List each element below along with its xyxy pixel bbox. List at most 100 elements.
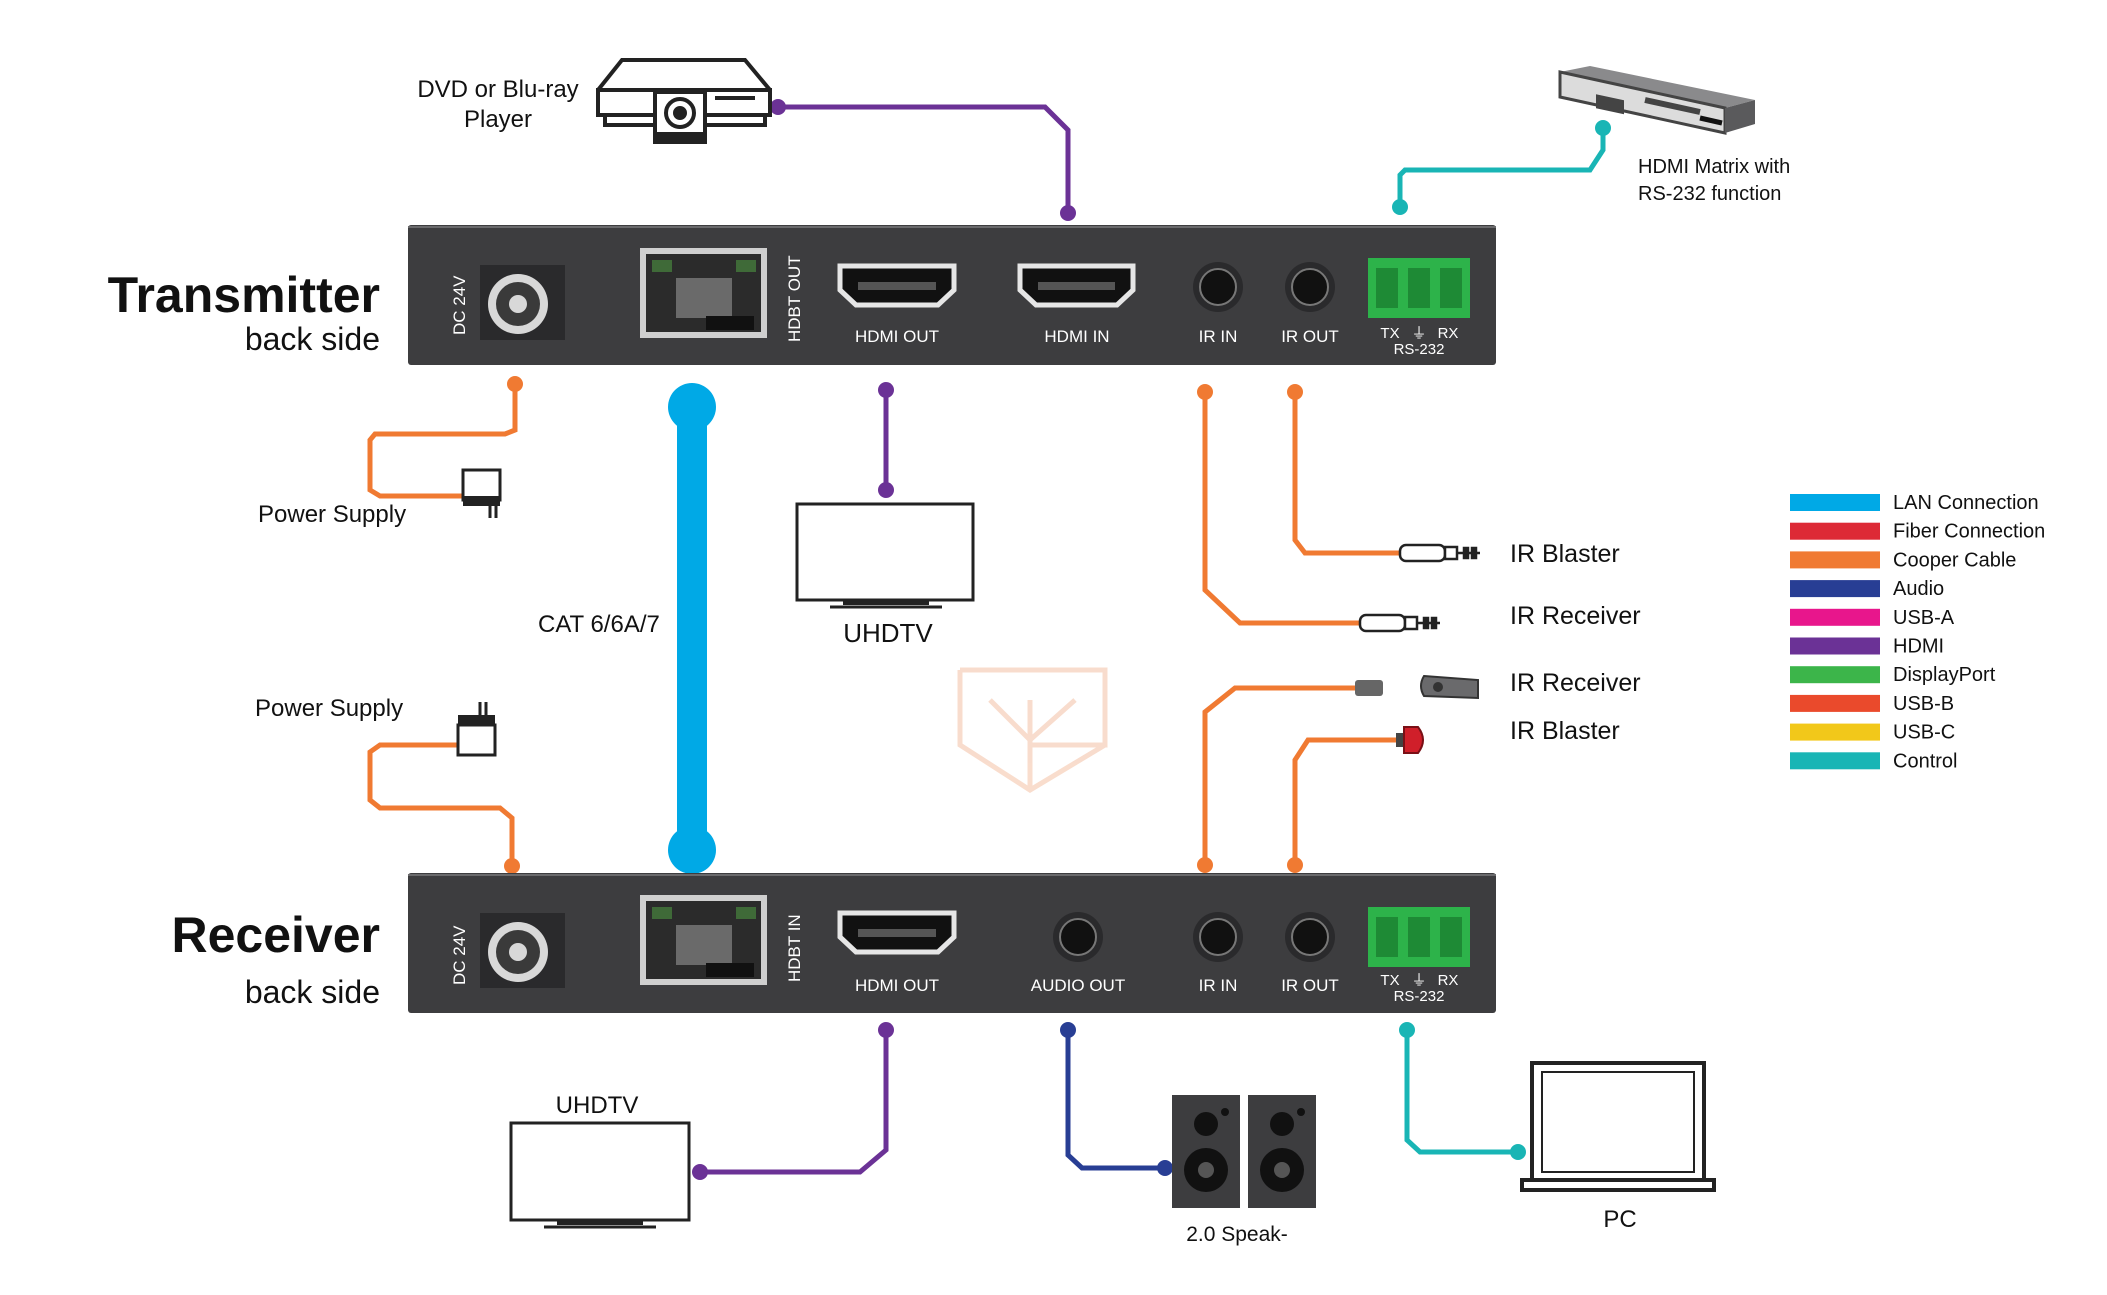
transmitter-subtitle: back side: [245, 321, 380, 357]
dvd-label-line1: DVD or Blu-ray: [417, 76, 578, 103]
uhdtv-icon-top: [795, 502, 975, 609]
rx-audio-out-label: AUDIO OUT: [1031, 976, 1125, 995]
ground-icon: ⏚: [1411, 325, 1426, 342]
speakers-icon: [1172, 1095, 1316, 1208]
power-supply-label-bottom: Power Supply: [255, 695, 403, 722]
legend-label: LAN Connection: [1893, 492, 2039, 514]
watermark-logo: [957, 667, 1108, 793]
cable-node: [507, 376, 523, 392]
rx-ir-in-label: IR IN: [1199, 976, 1238, 995]
power-adapter-icon: [456, 702, 497, 757]
speakers-label: 2.0 Speak-: [1186, 1223, 1288, 1246]
matrix-label-line1: HDMI Matrix with: [1638, 156, 1790, 178]
rx-ir-out-label: IR OUT: [1281, 976, 1339, 995]
receiver-subtitle: back side: [245, 974, 380, 1010]
ir-receiver-label-bottom: IR Receiver: [1510, 669, 1641, 697]
hdmi-cable-dvd: [778, 104, 1071, 213]
hdmi-cable-uhdtv-bottom: [700, 1030, 889, 1175]
ir-receiver-icon-bottom: [1355, 674, 1479, 700]
legend-swatch: [1790, 752, 1880, 770]
cat-cable-label: CAT 6/6A/7: [538, 611, 660, 638]
rx-rs232-rx: RX: [1438, 972, 1459, 989]
cable-node: [770, 99, 786, 115]
legend-swatch: [1790, 637, 1880, 655]
cable-node: [1197, 857, 1213, 873]
cable-node: [1399, 1022, 1415, 1038]
tx-hdbt-label: HDBT OUT: [785, 255, 804, 342]
legend-label: USB-A: [1893, 607, 1955, 629]
rx-hdbt-label: HDBT IN: [785, 914, 804, 982]
ir-blaster-label-bottom: IR Blaster: [1510, 717, 1620, 745]
pc-label: PC: [1603, 1206, 1636, 1233]
power-supply-label-top: Power Supply: [258, 501, 406, 528]
cable-node: [1060, 205, 1076, 221]
matrix-label-line2: RS-232 function: [1638, 183, 1781, 205]
tx-rs232-label: RS-232: [1394, 341, 1445, 358]
legend-label: USB-B: [1893, 693, 1954, 715]
legend-swatch: [1790, 723, 1880, 741]
tx-rs232-tx: TX: [1380, 325, 1399, 342]
power-cable-bottom: [367, 742, 515, 866]
hdmi-matrix-icon: [1558, 66, 1755, 135]
legend-label: USB-C: [1893, 722, 1955, 744]
transmitter-title: Transmitter: [108, 267, 380, 323]
ir-blaster-icon-bottom: [1396, 726, 1424, 754]
ir-blaster-label-top: IR Blaster: [1510, 540, 1620, 568]
cable-node: [1595, 120, 1611, 136]
cable-node: [692, 1164, 708, 1180]
rx-rs232-tx: TX: [1380, 972, 1399, 989]
transmitter-panel: DC 24V HDBT OUT HDMI OUT HDMI IN IR IN I…: [408, 225, 1496, 365]
control-cable-pc: [1404, 1030, 1518, 1155]
cable-node: [1287, 857, 1303, 873]
legend-label: Control: [1893, 750, 1957, 772]
legend-swatch: [1790, 522, 1880, 540]
power-cable-top: [367, 384, 518, 499]
ir-blaster-icon-top: [1398, 543, 1480, 563]
control-cable-matrix: [1397, 128, 1606, 207]
legend-swatch: [1790, 494, 1880, 511]
rx-hdmi-out-label: HDMI OUT: [855, 976, 939, 995]
cable-node: [1157, 1160, 1173, 1176]
cable-node: [1197, 384, 1213, 400]
legend-swatch: [1790, 666, 1880, 684]
tx-hdmi-out-label: HDMI OUT: [855, 327, 939, 346]
legend-label: DisplayPort: [1893, 664, 1996, 686]
lan-node: [668, 383, 716, 431]
power-adapter-icon: [461, 468, 502, 518]
ir-cable-receiver-top: [1202, 392, 1360, 626]
dvd-label-line2: Player: [464, 106, 532, 133]
tx-ir-out-label: IR OUT: [1281, 327, 1339, 346]
legend-label: HDMI: [1893, 636, 1944, 658]
rx-rs232-label: RS-232: [1394, 988, 1445, 1005]
legend-swatch: [1790, 551, 1880, 569]
tx-hdmi-in-label: HDMI IN: [1044, 327, 1109, 346]
rx-dc-label: DC 24V: [450, 925, 469, 985]
ir-receiver-icon-top: [1358, 613, 1440, 633]
receiver-title: Receiver: [172, 907, 381, 963]
legend-swatch: [1790, 580, 1880, 598]
receiver-panel: DC 24V HDBT IN HDMI OUT AUDIO OUT IR IN …: [408, 873, 1496, 1013]
cable-node: [878, 382, 894, 398]
uhdtv-label-top: UHDTV: [843, 618, 933, 648]
legend-label: Fiber Connection: [1893, 521, 2045, 543]
legend-label: Cooper Cable: [1893, 549, 2016, 571]
cable-node: [1060, 1022, 1076, 1038]
ir-cable-receiver-bottom: [1202, 685, 1355, 865]
legend-label: Audio: [1893, 578, 1944, 600]
cable-node: [878, 1022, 894, 1038]
dvd-player-icon: [596, 58, 772, 144]
ir-receiver-label-top: IR Receiver: [1510, 602, 1641, 630]
legend-swatch: [1790, 694, 1880, 712]
audio-cable-speakers: [1065, 1030, 1165, 1171]
uhdtv-icon-bottom: [509, 1121, 691, 1229]
cable-node: [1287, 384, 1303, 400]
ir-cable-blaster-top: [1292, 392, 1400, 556]
tx-ir-in-label: IR IN: [1199, 327, 1238, 346]
cable-node: [878, 482, 894, 498]
ir-cable-blaster-bottom: [1292, 737, 1400, 865]
tx-dc-label: DC 24V: [450, 275, 469, 335]
legend-swatch: [1790, 608, 1880, 626]
cable-node: [1392, 199, 1408, 215]
